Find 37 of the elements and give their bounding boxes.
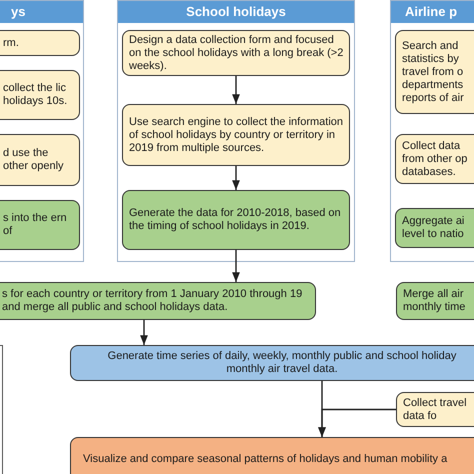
process-box [70,345,474,381]
step-text: Merge all air monthly time [403,288,466,314]
step-text: Aggregate ai level to natio [402,215,466,241]
step-text: Collect travel data fo [403,396,468,422]
process-box [122,104,350,166]
process-box [396,392,474,427]
step-text: rm. [3,36,20,50]
process-box [122,30,350,76]
process-box [70,437,474,474]
step-text: Collect data from other op databases. [402,140,468,178]
step-text: collect the lic holidays 10s. [3,82,68,108]
arrow [140,320,148,345]
step-text: Visualize and compare seasonal patterns of holidays and human mobility a [83,452,448,466]
column-panel [0,0,84,262]
process-box [395,208,474,248]
step-text: s for each country or territory from 1 January 2010 through 19 and merge all public and school holidays data. [2,288,304,314]
process-box [0,282,316,320]
step-text: Generate the data for 2010-2018, based on the timing of school holidays in 2019. [129,207,342,233]
column-heading: ys [11,4,26,20]
arrow [232,166,240,190]
process-box [396,282,474,320]
column-panel [117,0,355,262]
arrow [232,250,240,282]
step-text: Generate time series of daily, weekly, monthly public and school holiday monthly air travel data. [106,350,458,376]
step-text: s into the ern of [3,212,68,238]
process-box [395,30,474,114]
arrow [232,76,240,104]
step-text: Design a data collection form and focused on the school holidays with a long break (>2 weeks). [129,34,344,72]
step-text: d use the other openly [3,147,65,173]
column-heading: Airline p [405,4,458,20]
process-box [122,190,350,250]
column-panel [390,0,474,262]
step-text: Search and statistics by travel from o departments reports of air [402,40,465,104]
column-heading: School holidays [186,4,286,20]
process-box [395,134,474,184]
arrow [318,408,396,437]
step-text: Use search engine to collect the information of school holidays by country or territory in 2019 from multiple sources. [129,116,344,154]
